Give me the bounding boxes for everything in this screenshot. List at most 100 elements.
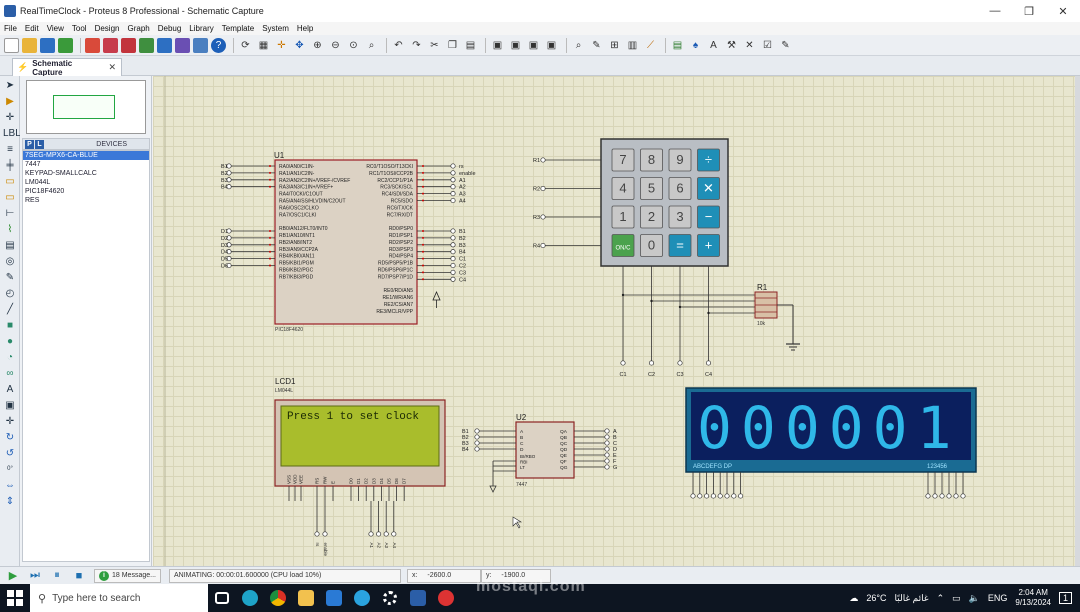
block-move-icon[interactable]: ▣ — [510, 39, 521, 51]
weather-temp[interactable]: 26°C — [866, 593, 887, 603]
block-rotate-icon[interactable]: ▣ — [528, 39, 539, 51]
overview-window[interactable] — [26, 80, 146, 134]
line-2d-icon[interactable]: ╱ — [6, 304, 14, 315]
volume-icon[interactable]: 🔈 — [968, 592, 980, 603]
property-assign-icon[interactable]: A — [710, 39, 717, 51]
block-delete-icon[interactable]: ▣ — [546, 39, 557, 51]
menu-library[interactable]: Library — [189, 24, 214, 33]
zoom-in-icon[interactable]: ⊕ — [313, 39, 322, 51]
play-button[interactable]: ▶ — [8, 570, 18, 582]
r1-resistor-pack[interactable]: R1 10k — [754, 283, 800, 351]
minimize-button[interactable]: — — [989, 4, 1001, 17]
undo-icon[interactable]: ↶ — [394, 39, 403, 51]
zoom-area-icon[interactable]: ⌕ — [368, 39, 375, 51]
device-item[interactable]: LM044L — [25, 179, 51, 186]
marker-icon[interactable]: ✛ — [5, 416, 15, 427]
tape-recorder-icon[interactable]: ▤ — [5, 240, 15, 251]
origin-icon[interactable]: ✛ — [277, 39, 286, 51]
new-file-icon[interactable] — [4, 37, 19, 53]
wire-autorouter-icon[interactable]: ⟋ — [647, 39, 654, 51]
packaging-icon[interactable]: ▥ — [627, 39, 638, 51]
settings-gear-icon[interactable] — [376, 584, 404, 612]
tray-overflow-icon[interactable]: ⌃ — [936, 592, 945, 603]
device-item[interactable]: 7SEG-MPX6-CA-BLUE — [23, 151, 149, 160]
menu-view[interactable]: View — [46, 24, 64, 33]
terminals-icon[interactable]: ▭ — [5, 192, 15, 203]
source-code-icon[interactable] — [175, 37, 190, 53]
zoom-out-icon[interactable]: ⊖ — [331, 39, 340, 51]
paste-icon[interactable]: ▤ — [465, 39, 476, 51]
gallery-icon[interactable] — [139, 37, 154, 53]
circle-2d-icon[interactable]: ● — [6, 336, 14, 347]
menu-debug[interactable]: Debug — [157, 24, 182, 33]
recorder-icon[interactable] — [432, 584, 460, 612]
language-indicator[interactable]: ENG — [987, 593, 1008, 603]
notifications-badge[interactable]: 1 — [1058, 592, 1072, 604]
library-manager-button[interactable]: L — [35, 139, 44, 149]
junction-dot-icon[interactable]: ✛ — [5, 112, 15, 123]
pick-devices-button[interactable]: P — [25, 139, 34, 149]
clock[interactable]: 2:04 AM 9/13/2024 — [1015, 588, 1051, 608]
maximize-button[interactable]: ❐ — [1024, 5, 1034, 18]
rotate-ccw-icon[interactable]: ↺ — [5, 448, 15, 459]
wire-label-icon[interactable]: LBL — [3, 128, 21, 139]
step-button[interactable]: ⏭ — [30, 569, 40, 581]
help-icon[interactable]: ? — [211, 37, 226, 53]
menu-file[interactable]: File — [4, 24, 17, 33]
buses-icon[interactable]: ╪ — [6, 160, 14, 171]
pcb-icon[interactable] — [121, 37, 136, 53]
arc-2d-icon[interactable]: ◔ — [6, 352, 14, 363]
menu-system[interactable]: System — [262, 24, 289, 33]
device-item[interactable]: PIC18F4620 — [25, 188, 65, 195]
menu-help[interactable]: Help — [296, 24, 314, 33]
path-2d-icon[interactable]: ∞ — [6, 368, 14, 379]
schematic-icon[interactable] — [103, 37, 118, 53]
pick-device-icon[interactable]: ⌕ — [575, 39, 582, 51]
graph-mode-icon[interactable]: ⌇ — [7, 224, 13, 235]
library-icon[interactable] — [193, 37, 208, 53]
taskbar-search[interactable]: ⚲ Type here to search — [30, 584, 208, 612]
schematic-canvas[interactable]: U1 PIC18F4620 RA0/AN0/C1IN-RA1/AN1/C2IN-… — [153, 76, 1075, 566]
device-item[interactable]: 7447 — [25, 161, 41, 168]
grid-icon[interactable]: ▦ — [258, 39, 269, 51]
messages-indicator[interactable]: i 18 Message... — [94, 568, 161, 583]
decompose-icon[interactable]: ⊞ — [610, 39, 619, 51]
remove-icon[interactable]: ✕ — [745, 39, 754, 51]
block-copy-icon[interactable]: ▣ — [492, 39, 503, 51]
pause-button[interactable]: ⏸ — [54, 569, 60, 581]
edge-icon[interactable] — [236, 584, 264, 612]
refresh-icon[interactable]: ⟳ — [241, 39, 250, 51]
design-explorer-icon[interactable]: ⚒ — [727, 39, 736, 51]
mail-icon[interactable] — [320, 584, 348, 612]
tab-schematic-capture[interactable]: ⚡ Schematic Capture ✕ — [12, 58, 122, 77]
device-item[interactable]: RES — [25, 197, 40, 204]
component-mode-icon[interactable]: ▶ — [6, 96, 14, 107]
device-item[interactable]: KEYPAD-SMALLCALC — [25, 170, 97, 177]
selection-mode-icon[interactable]: ➤ — [5, 80, 15, 91]
home-icon[interactable] — [85, 37, 100, 53]
menu-graph[interactable]: Graph — [127, 24, 150, 33]
save-icon[interactable] — [40, 37, 55, 53]
cut-icon[interactable]: ✂ — [430, 39, 439, 51]
task-view-icon[interactable] — [208, 584, 236, 612]
search-tag-icon[interactable]: ♠ — [692, 39, 699, 51]
pan-icon[interactable]: ✥ — [295, 39, 304, 51]
telegram-icon[interactable] — [348, 584, 376, 612]
menu-design[interactable]: Design — [94, 24, 120, 33]
seven-segment-display[interactable]: 000001 ABCDEFG DP 123456 — [685, 387, 977, 499]
edit-icon[interactable]: ✎ — [781, 39, 790, 51]
u1-microcontroller[interactable]: U1 PIC18F4620 RA0/AN0/C1IN-RA1/AN1/C2IN-… — [221, 151, 476, 333]
import-icon[interactable] — [58, 37, 73, 53]
text-script-icon[interactable]: ≡ — [7, 144, 13, 155]
vertical-scrollbar[interactable] — [1075, 76, 1080, 566]
generator-icon[interactable]: ◎ — [5, 256, 15, 267]
mirror-vertical-icon[interactable]: ⇕ — [5, 496, 15, 507]
file-explorer-icon[interactable] — [292, 584, 320, 612]
mirror-horizontal-icon[interactable]: ⇔ — [5, 480, 15, 491]
chrome-icon[interactable] — [264, 584, 292, 612]
stop-button[interactable]: ■ — [75, 569, 83, 582]
zoom-all-icon[interactable]: ⊙ — [349, 39, 358, 51]
